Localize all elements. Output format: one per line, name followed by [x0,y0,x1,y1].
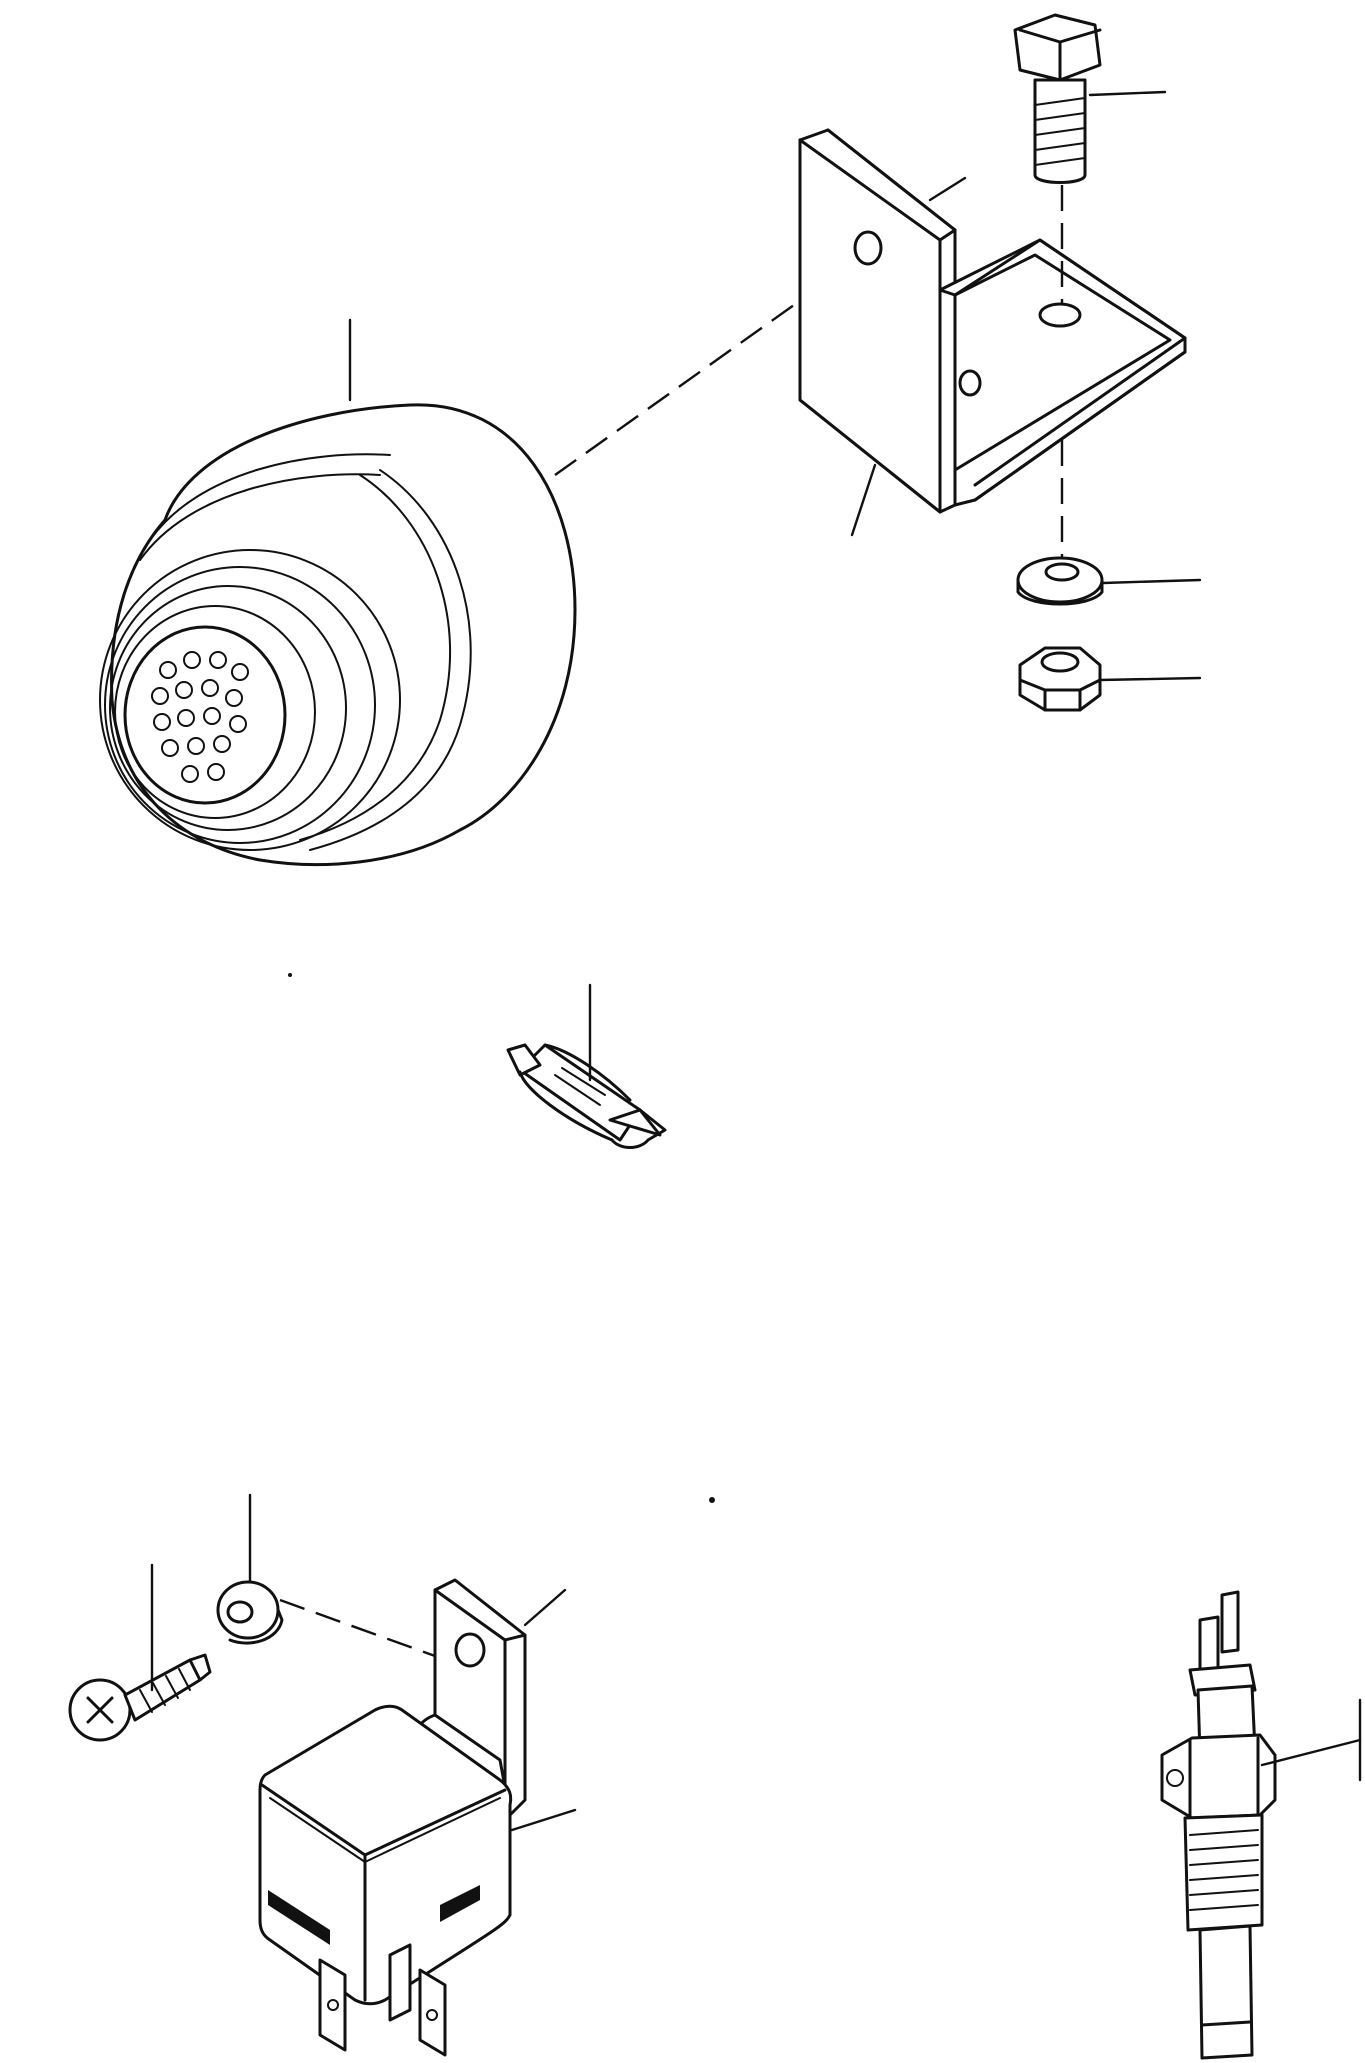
bracket-leader-lower [850,463,877,537]
hex-bolt [1013,13,1102,184]
bulb [506,1043,667,1149]
nut-leader [1098,676,1202,682]
relay-bracket-leader [523,1588,567,1627]
mounting-bracket [798,128,1187,514]
screw-centerline [279,1598,461,1667]
sensor-leader [1260,1738,1362,1767]
temperature-sensor [1160,1590,1277,2060]
relay-leader [510,1808,577,1832]
speck [288,973,292,977]
speck [709,1497,715,1503]
bolt-leader [1088,90,1167,97]
horn-grille [151,651,249,783]
washer [216,1580,284,1645]
screw [68,1653,212,1742]
hex-nut [1018,646,1102,712]
bracket-leader-upper [928,176,967,202]
relay [258,1704,513,2057]
spring-washer [1016,556,1104,606]
horn [99,403,577,867]
relay-bracket [408,1578,527,1817]
washer-leader [1101,578,1202,585]
